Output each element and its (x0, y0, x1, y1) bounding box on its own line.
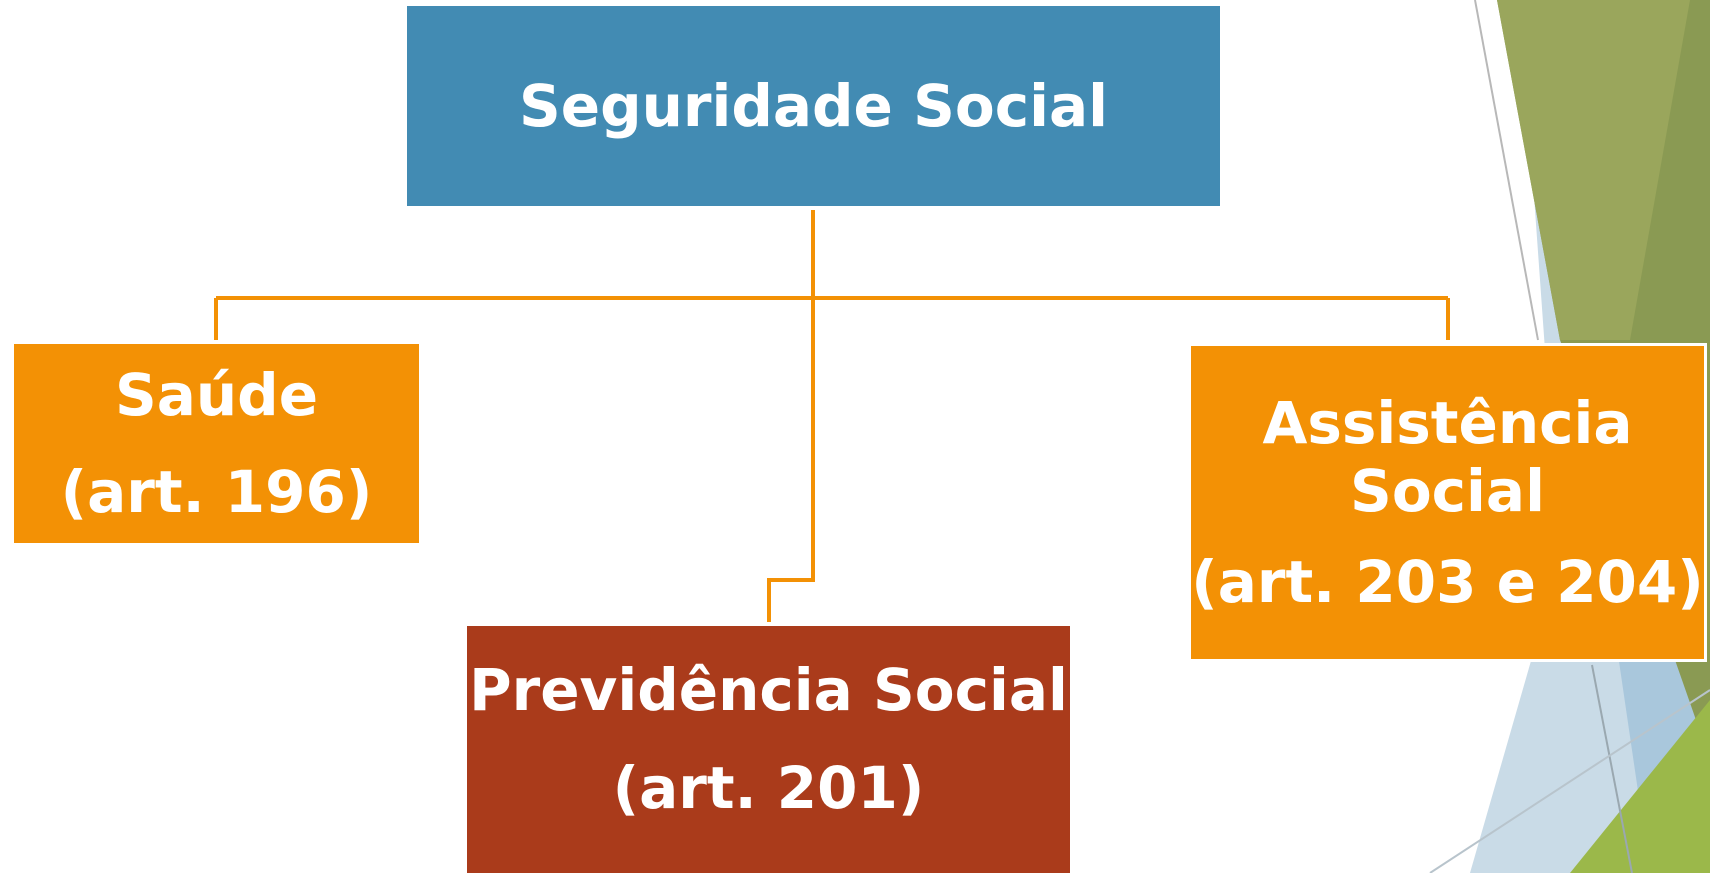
previdencia-label: Previdência Social (469, 656, 1068, 724)
connector-previdencia-path (767, 298, 815, 622)
saude-article: (art. 196) (60, 457, 373, 526)
assistencia-label-line2: Social (1350, 457, 1545, 526)
saude-box: Saúde (art. 196) (14, 344, 419, 543)
deco-green-olive-shape (1497, 0, 1690, 340)
previdencia-social-box: Previdência Social (art. 201) (467, 626, 1070, 873)
assistencia-article: (art. 203 e 204) (1191, 547, 1704, 616)
deco-green-light-shape (1570, 700, 1710, 873)
deco-line-3 (1429, 689, 1710, 873)
seguridade-social-box: Seguridade Social (407, 6, 1220, 206)
previdencia-article: (art. 201) (612, 754, 925, 823)
deco-line-1 (1474, 0, 1539, 341)
saude-label: Saúde (114, 361, 319, 430)
assistencia-label-line1: Assistência (1262, 388, 1633, 457)
seguridade-social-label: Seguridade Social (518, 71, 1108, 140)
assistencia-social-box: Assistência Social (art. 203 e 204) (1188, 343, 1707, 662)
deco-line-2 (1591, 664, 1633, 873)
